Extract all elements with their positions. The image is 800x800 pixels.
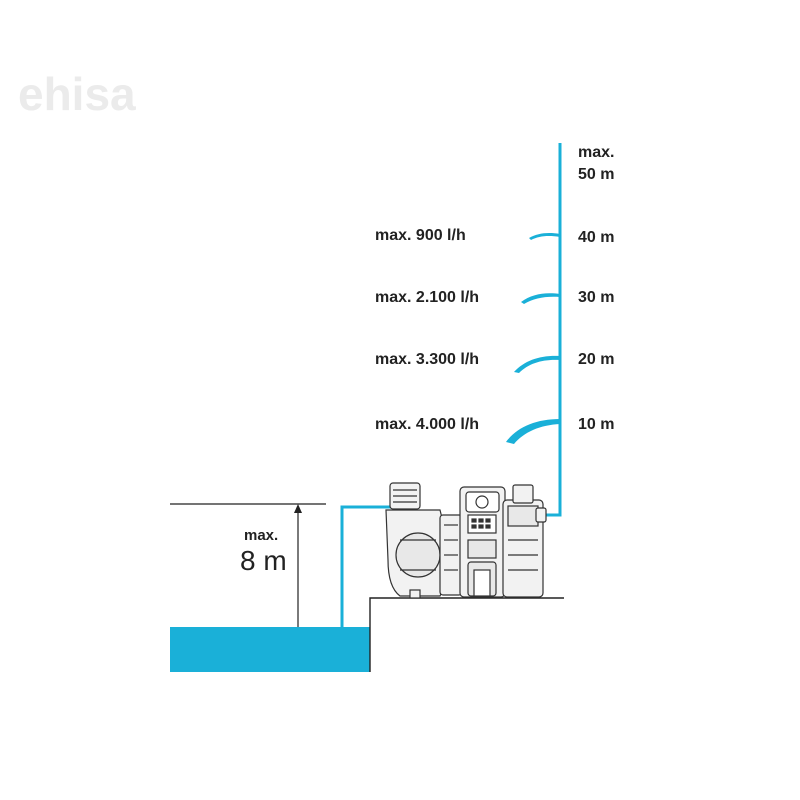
suction-label-max: max. (244, 527, 278, 544)
height-label-50m: 50 m (578, 166, 614, 183)
water-jet-10m (506, 419, 560, 444)
flow-label-20m: max. 3.300 l/h (375, 351, 479, 368)
delivery-pipe (540, 143, 562, 517)
height-label-50m-max: max. (578, 144, 614, 161)
pump-illustration (385, 482, 547, 599)
height-label-10m: 10 m (578, 416, 614, 433)
delivery-labels: max. 50 m 40 m max. 900 l/h 30 m max. 2.… (375, 144, 614, 433)
height-label-30m: 30 m (578, 289, 614, 306)
water-reservoir (170, 627, 370, 672)
water-jets (506, 233, 560, 444)
ground-platform (369, 597, 564, 672)
pump-outlet-port (512, 484, 534, 504)
height-label-40m: 40 m (578, 229, 614, 246)
suction-arrow-head (294, 504, 302, 513)
pump-display (467, 514, 497, 534)
water-jet-20m (514, 355, 560, 373)
height-label-20m: 20 m (578, 351, 614, 368)
flow-label-40m: max. 900 l/h (375, 227, 466, 244)
watermark-logo: ehisa (18, 68, 136, 120)
water-jet-40m (529, 233, 560, 240)
suction-pipe (340, 505, 392, 627)
flow-label-30m: max. 2.100 l/h (375, 289, 479, 306)
flow-label-10m: max. 4.000 l/h (375, 416, 479, 433)
suction-label-value: 8 m (240, 545, 287, 576)
water-jet-30m (521, 293, 560, 304)
